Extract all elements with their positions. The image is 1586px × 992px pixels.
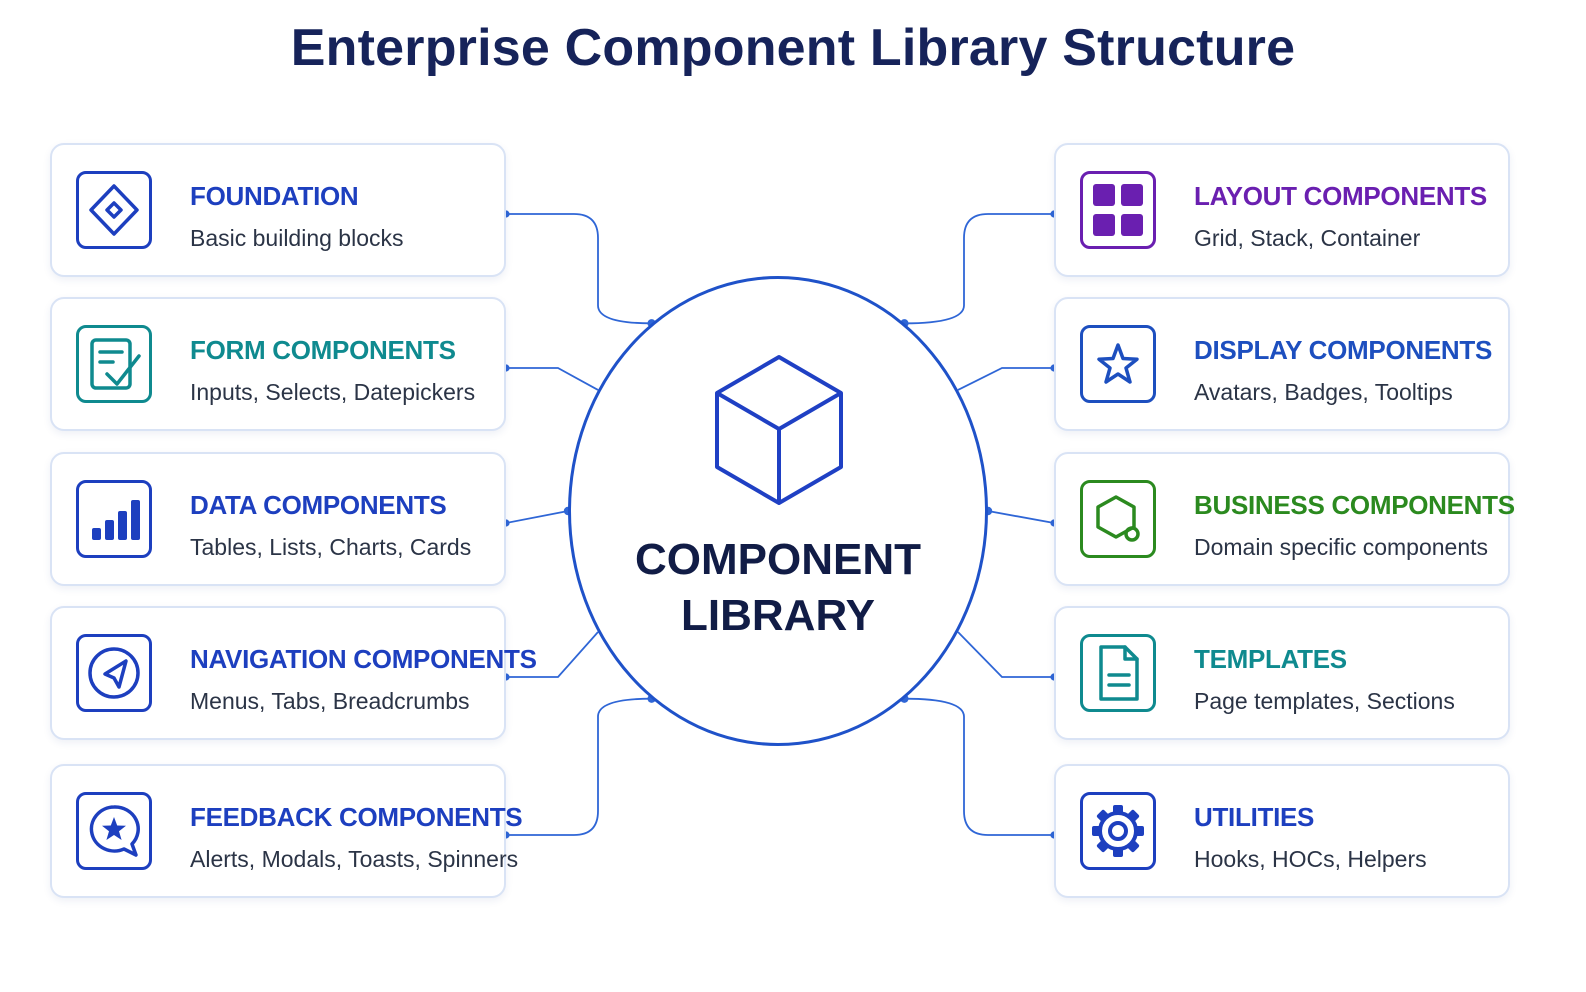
bar-chart-icon (76, 480, 152, 558)
card-description: Hooks, HOCs, Helpers (1194, 846, 1427, 872)
connector-right-1 (957, 367, 1054, 391)
card-title: UTILITIES (1194, 802, 1315, 832)
card-templates: TEMPLATES Page templates, Sections (1054, 606, 1510, 740)
card-description: Menus, Tabs, Breadcrumbs (190, 688, 470, 714)
connector-right-0 (904, 213, 1054, 325)
connector-left-2 (505, 510, 569, 524)
card-title: FORM COMPONENTS (190, 335, 456, 365)
form-check-icon (76, 325, 152, 403)
card-feedback-components: FEEDBACK COMPONENTS Alerts, Modals, Toas… (50, 764, 523, 898)
card-title: DISPLAY COMPONENTS (1194, 335, 1492, 365)
card-title: LAYOUT COMPONENTS (1194, 181, 1487, 211)
card-description: Avatars, Badges, Tooltips (1194, 379, 1453, 405)
page-title: Enterprise Component Library Structure (290, 19, 1296, 77)
card-description: Domain specific components (1194, 534, 1489, 560)
compass-icon (76, 634, 152, 712)
document-icon (1080, 634, 1156, 712)
connector-left-4 (506, 697, 652, 836)
card-title: BUSINESS COMPONENTS (1194, 490, 1515, 520)
hub-circle: COMPONENT LIBRARY (568, 276, 988, 746)
card-navigation-components: NAVIGATION COMPONENTS Menus, Tabs, Bread… (50, 606, 537, 740)
chat-star-icon (76, 792, 152, 870)
connector-right-3 (957, 631, 1054, 678)
card-title: DATA COMPONENTS (190, 490, 447, 520)
card-description: Tables, Lists, Charts, Cards (190, 534, 472, 560)
star-icon (1080, 325, 1156, 403)
card-foundation: FOUNDATION Basic building blocks (50, 143, 506, 277)
card-description: Inputs, Selects, Datepickers (190, 379, 476, 405)
card-title: FOUNDATION (190, 181, 359, 211)
cube-icon (715, 355, 843, 505)
card-form-components: FORM COMPONENTS Inputs, Selects, Datepic… (50, 297, 506, 431)
hub-label-line2: LIBRARY (681, 591, 875, 640)
hub-label-line1: COMPONENT (635, 535, 921, 584)
card-description: Page templates, Sections (1194, 688, 1455, 714)
connector-left-3 (506, 631, 599, 678)
connector-right-2 (987, 510, 1055, 524)
card-business-components: BUSINESS COMPONENTS Domain specific comp… (1054, 452, 1515, 586)
card-title: FEEDBACK COMPONENTS (190, 802, 523, 832)
card-title: TEMPLATES (1194, 644, 1347, 674)
card-description: Alerts, Modals, Toasts, Spinners (190, 846, 519, 872)
card-description: Basic building blocks (190, 225, 404, 251)
card-display-components: DISPLAY COMPONENTS Avatars, Badges, Tool… (1054, 297, 1510, 431)
card-utilities: UTILITIES Hooks, HOCs, Helpers (1054, 764, 1510, 898)
card-title: NAVIGATION COMPONENTS (190, 644, 537, 674)
grid-icon (1080, 171, 1156, 249)
connector-left-0 (506, 213, 652, 325)
card-data-components: DATA COMPONENTS Tables, Lists, Charts, C… (50, 452, 506, 586)
connector-right-4 (904, 697, 1054, 836)
card-description: Grid, Stack, Container (1194, 225, 1421, 251)
hexagon-icon (1080, 480, 1156, 558)
connector-left-1 (506, 367, 599, 391)
card-layout-components: LAYOUT COMPONENTS Grid, Stack, Container (1054, 143, 1510, 277)
gear-icon (1080, 792, 1156, 870)
diamond-icon (76, 171, 152, 249)
